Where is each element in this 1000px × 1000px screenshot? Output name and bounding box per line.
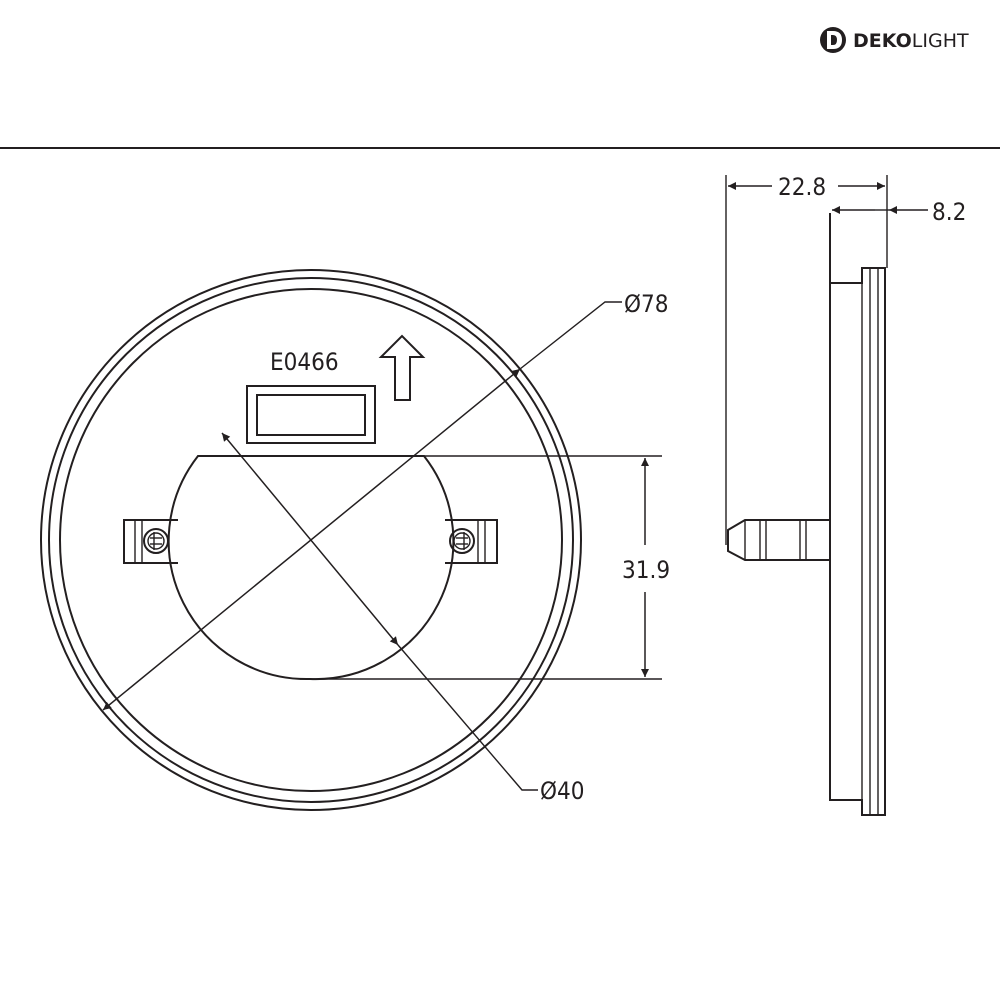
up-arrow-icon <box>378 334 426 401</box>
model-label: E0466 <box>270 348 339 376</box>
cutout-diameter-label: Ø40 <box>540 777 584 805</box>
height-label: 31.9 <box>622 556 670 584</box>
face-edge <box>59 288 563 792</box>
dekolight-d-icon <box>820 27 846 53</box>
depth-flange-label: 8.2 <box>932 198 966 226</box>
outer-diameter-label: Ø78 <box>624 290 668 318</box>
outer-ring <box>40 269 582 811</box>
brand-name-bold: DEKO <box>853 30 912 52</box>
outer-ring-inner-edge <box>48 277 574 803</box>
svg-text:DEKOLIGHT: DEKOLIGHT <box>853 30 969 52</box>
brand-name-regular: LIGHT <box>912 30 969 52</box>
flange-profile <box>829 213 886 816</box>
outer-diameter-line <box>102 368 521 711</box>
front-view: E0466 Ø78 <box>40 269 670 811</box>
label-frame-inner <box>256 394 366 436</box>
cutout-diameter-line <box>221 432 399 646</box>
clip-stem <box>727 519 830 561</box>
side-view: 22.8 8.2 <box>725 173 966 816</box>
depth-total-label: 22.8 <box>778 173 826 201</box>
cutout-shape <box>167 455 455 681</box>
brand-logo: DEKOLIGHT <box>820 27 969 53</box>
